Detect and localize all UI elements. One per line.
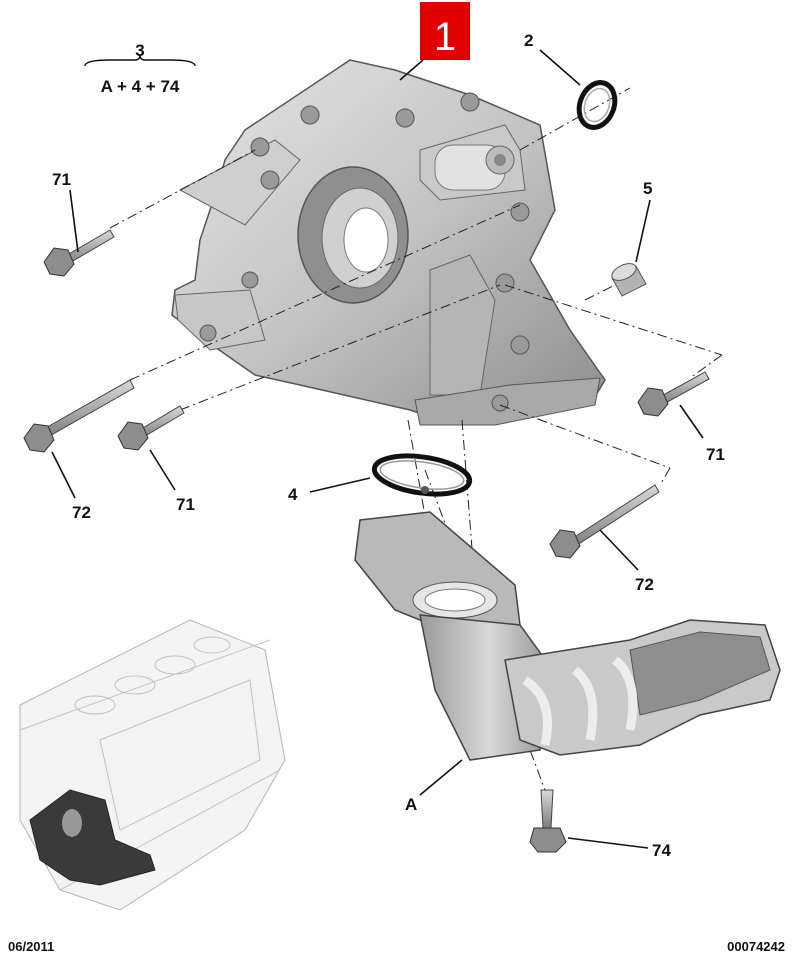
label-part-71-right: 71 [706,445,725,464]
gasket-part-4 [371,453,473,497]
label-part-2: 2 [524,31,533,50]
label-part-72-left: 72 [72,503,91,522]
callout-badge: 1 [420,2,470,60]
label-part-74: 74 [652,841,671,860]
oil-pickup-strainer-part-a [354,511,781,761]
bolt-74 [529,789,567,853]
label-part-4: 4 [288,485,298,504]
label-part-5: 5 [643,179,652,198]
oil-pump-body [171,59,606,426]
part-labels: 2 5 71 71 71 72 72 4 A 74 [52,31,725,860]
callout-number: 1 [434,15,456,59]
label-part-72-right: 72 [635,575,654,594]
bolt-72-right [549,484,660,559]
bolt-72-left [23,379,135,453]
seal-ring-part-2 [576,80,618,130]
footer-reference-number: 00074242 [727,939,785,954]
group-label: 3 A + 4 + 74 [84,41,196,96]
engine-block-thumbnail [19,619,286,911]
group-number: 3 [135,41,144,60]
bolt-71-right [637,371,710,417]
leader-lines [51,49,704,849]
dowel-pin-part-5 [611,263,647,297]
label-part-a: A [405,795,417,814]
group-formula: A + 4 + 74 [101,77,180,96]
bolt-71-left [43,229,115,277]
label-part-71-left: 71 [52,170,71,189]
label-part-71-lower: 71 [176,495,195,514]
footer-date: 06/2011 [8,939,55,954]
bolt-71-lower [117,405,185,451]
